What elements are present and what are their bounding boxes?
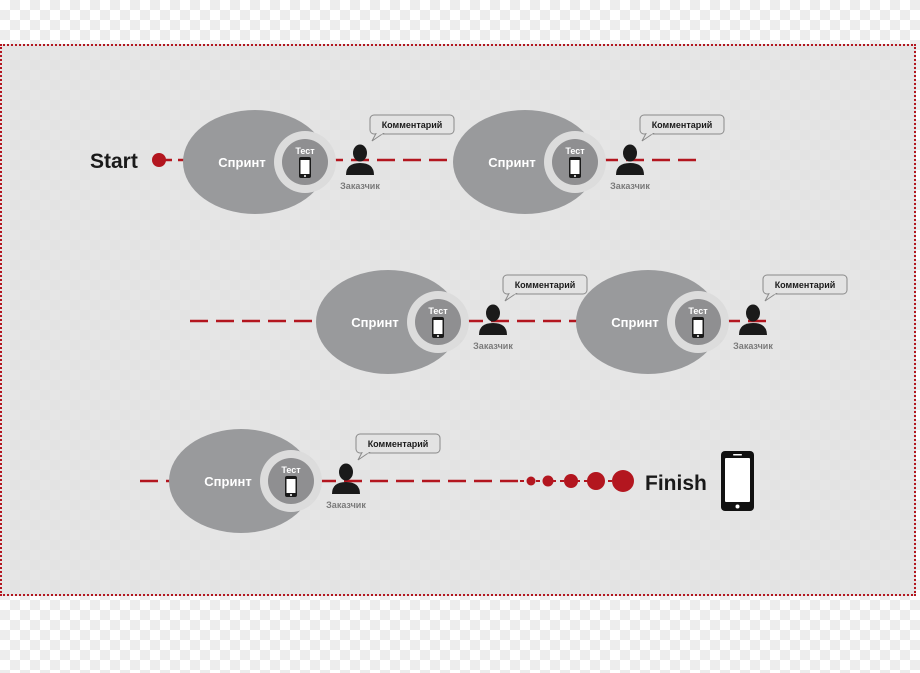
customer-label: Заказчик [473, 341, 513, 351]
start-dot [152, 153, 166, 167]
person-icon [332, 463, 360, 494]
phone-icon [285, 476, 297, 497]
sprint-label: Спринт [351, 315, 398, 330]
comment-label: Комментарий [368, 439, 429, 449]
test-label: Тест [688, 306, 708, 316]
test-label: Тест [295, 146, 315, 156]
finish-dot [587, 472, 605, 490]
phone-icon [299, 157, 311, 178]
speech-bubble-icon [762, 274, 848, 302]
person-icon [616, 144, 644, 175]
comment-label: Комментарий [382, 120, 443, 130]
customer-label: Заказчик [340, 181, 380, 191]
sprint-label: Спринт [204, 474, 251, 489]
finish-label: Finish [645, 472, 707, 495]
finish-dot [526, 476, 536, 486]
speech-bubble-icon [369, 114, 455, 142]
phone-icon [432, 317, 444, 338]
sprint-label: Спринт [218, 155, 265, 170]
test-label: Тест [565, 146, 585, 156]
comment-label: Комментарий [775, 280, 836, 290]
smartphone-icon [721, 451, 754, 511]
sprint-label: Спринт [611, 315, 658, 330]
speech-bubble-icon [639, 114, 725, 142]
sprint-label: Спринт [488, 155, 535, 170]
start-label: Start [90, 150, 138, 173]
speech-bubble-icon [355, 433, 441, 461]
person-icon [739, 304, 767, 335]
person-icon [346, 144, 374, 175]
speech-bubble-icon [502, 274, 588, 302]
phone-icon [692, 317, 704, 338]
comment-label: Комментарий [515, 280, 576, 290]
customer-label: Заказчик [733, 341, 773, 351]
finish-dot [542, 475, 554, 487]
customer-label: Заказчик [326, 500, 366, 510]
customer-label: Заказчик [610, 181, 650, 191]
comment-label: Комментарий [652, 120, 713, 130]
finish-dot [612, 470, 634, 492]
timeline-row-1: Start [90, 150, 855, 173]
timeline-row-3: Finish [80, 451, 754, 511]
finish-dot [564, 474, 578, 488]
test-label: Тест [281, 465, 301, 475]
phone-icon [569, 157, 581, 178]
person-icon [479, 304, 507, 335]
test-label: Тест [428, 306, 448, 316]
